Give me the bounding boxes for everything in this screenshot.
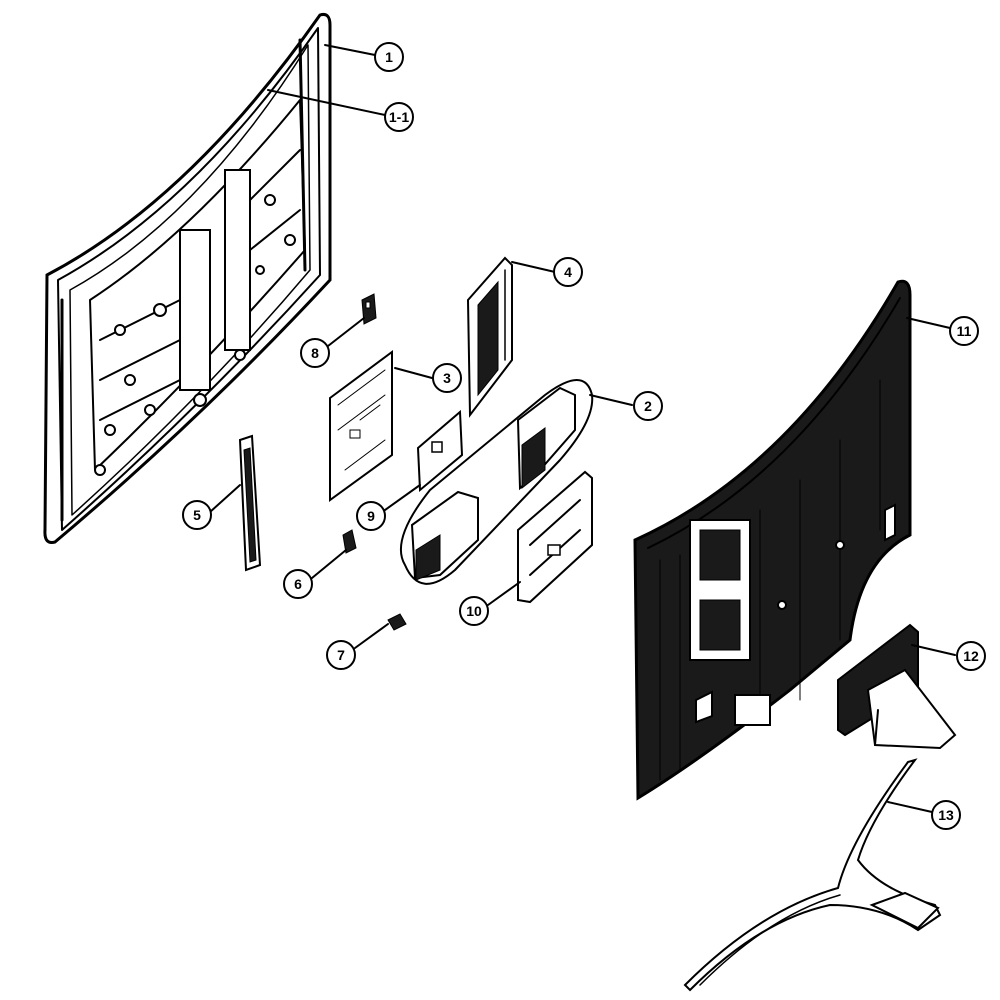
part-9-sub-board: [416, 409, 464, 493]
callout-3: 3: [432, 363, 462, 393]
part-13-stand-base: [683, 758, 942, 992]
part-12-stand-neck: [837, 623, 957, 750]
callout-11: 11: [949, 316, 979, 346]
part-5-side-strip: [238, 434, 262, 572]
part-4-power-board: [466, 256, 513, 418]
part-11-rear-cover: [633, 279, 912, 801]
callout-2-label: 2: [644, 398, 652, 414]
callout-1-1-label: 1-1: [389, 109, 409, 125]
callout-5-label: 5: [193, 507, 201, 523]
callout-3-label: 3: [443, 370, 451, 386]
part-7-screw: [387, 613, 407, 631]
callout-13: 13: [931, 800, 961, 830]
callout-9: 9: [356, 501, 386, 531]
callout-4: 4: [553, 257, 583, 287]
callout-7-label: 7: [337, 647, 345, 663]
callout-10-label: 10: [466, 603, 482, 619]
callout-12-label: 12: [963, 648, 979, 664]
callout-8: 8: [300, 338, 330, 368]
frame-inner-details: [60, 38, 307, 522]
callout-1-1: 1-1: [384, 102, 414, 132]
leader-lines: [209, 44, 956, 813]
callout-1-label: 1: [385, 49, 393, 65]
callout-10: 10: [459, 596, 489, 626]
callout-5: 5: [182, 500, 212, 530]
callout-9-label: 9: [367, 508, 375, 524]
part-1-front-frame: [43, 13, 332, 544]
callout-6: 6: [283, 569, 313, 599]
part-8-clip: [361, 293, 377, 325]
part-10-bracket: [517, 470, 593, 604]
part-6-connector: [342, 529, 357, 554]
part-3-main-board: [329, 350, 393, 502]
callout-13-label: 13: [938, 807, 954, 823]
callout-1: 1: [374, 42, 404, 72]
callout-7: 7: [326, 640, 356, 670]
callout-6-label: 6: [294, 576, 302, 592]
callout-11-label: 11: [957, 323, 972, 339]
callout-8-label: 8: [311, 345, 319, 361]
callout-12: 12: [956, 641, 986, 671]
callout-2: 2: [633, 391, 663, 421]
callout-4-label: 4: [564, 264, 572, 280]
part-2-speaker-set: [399, 379, 594, 585]
